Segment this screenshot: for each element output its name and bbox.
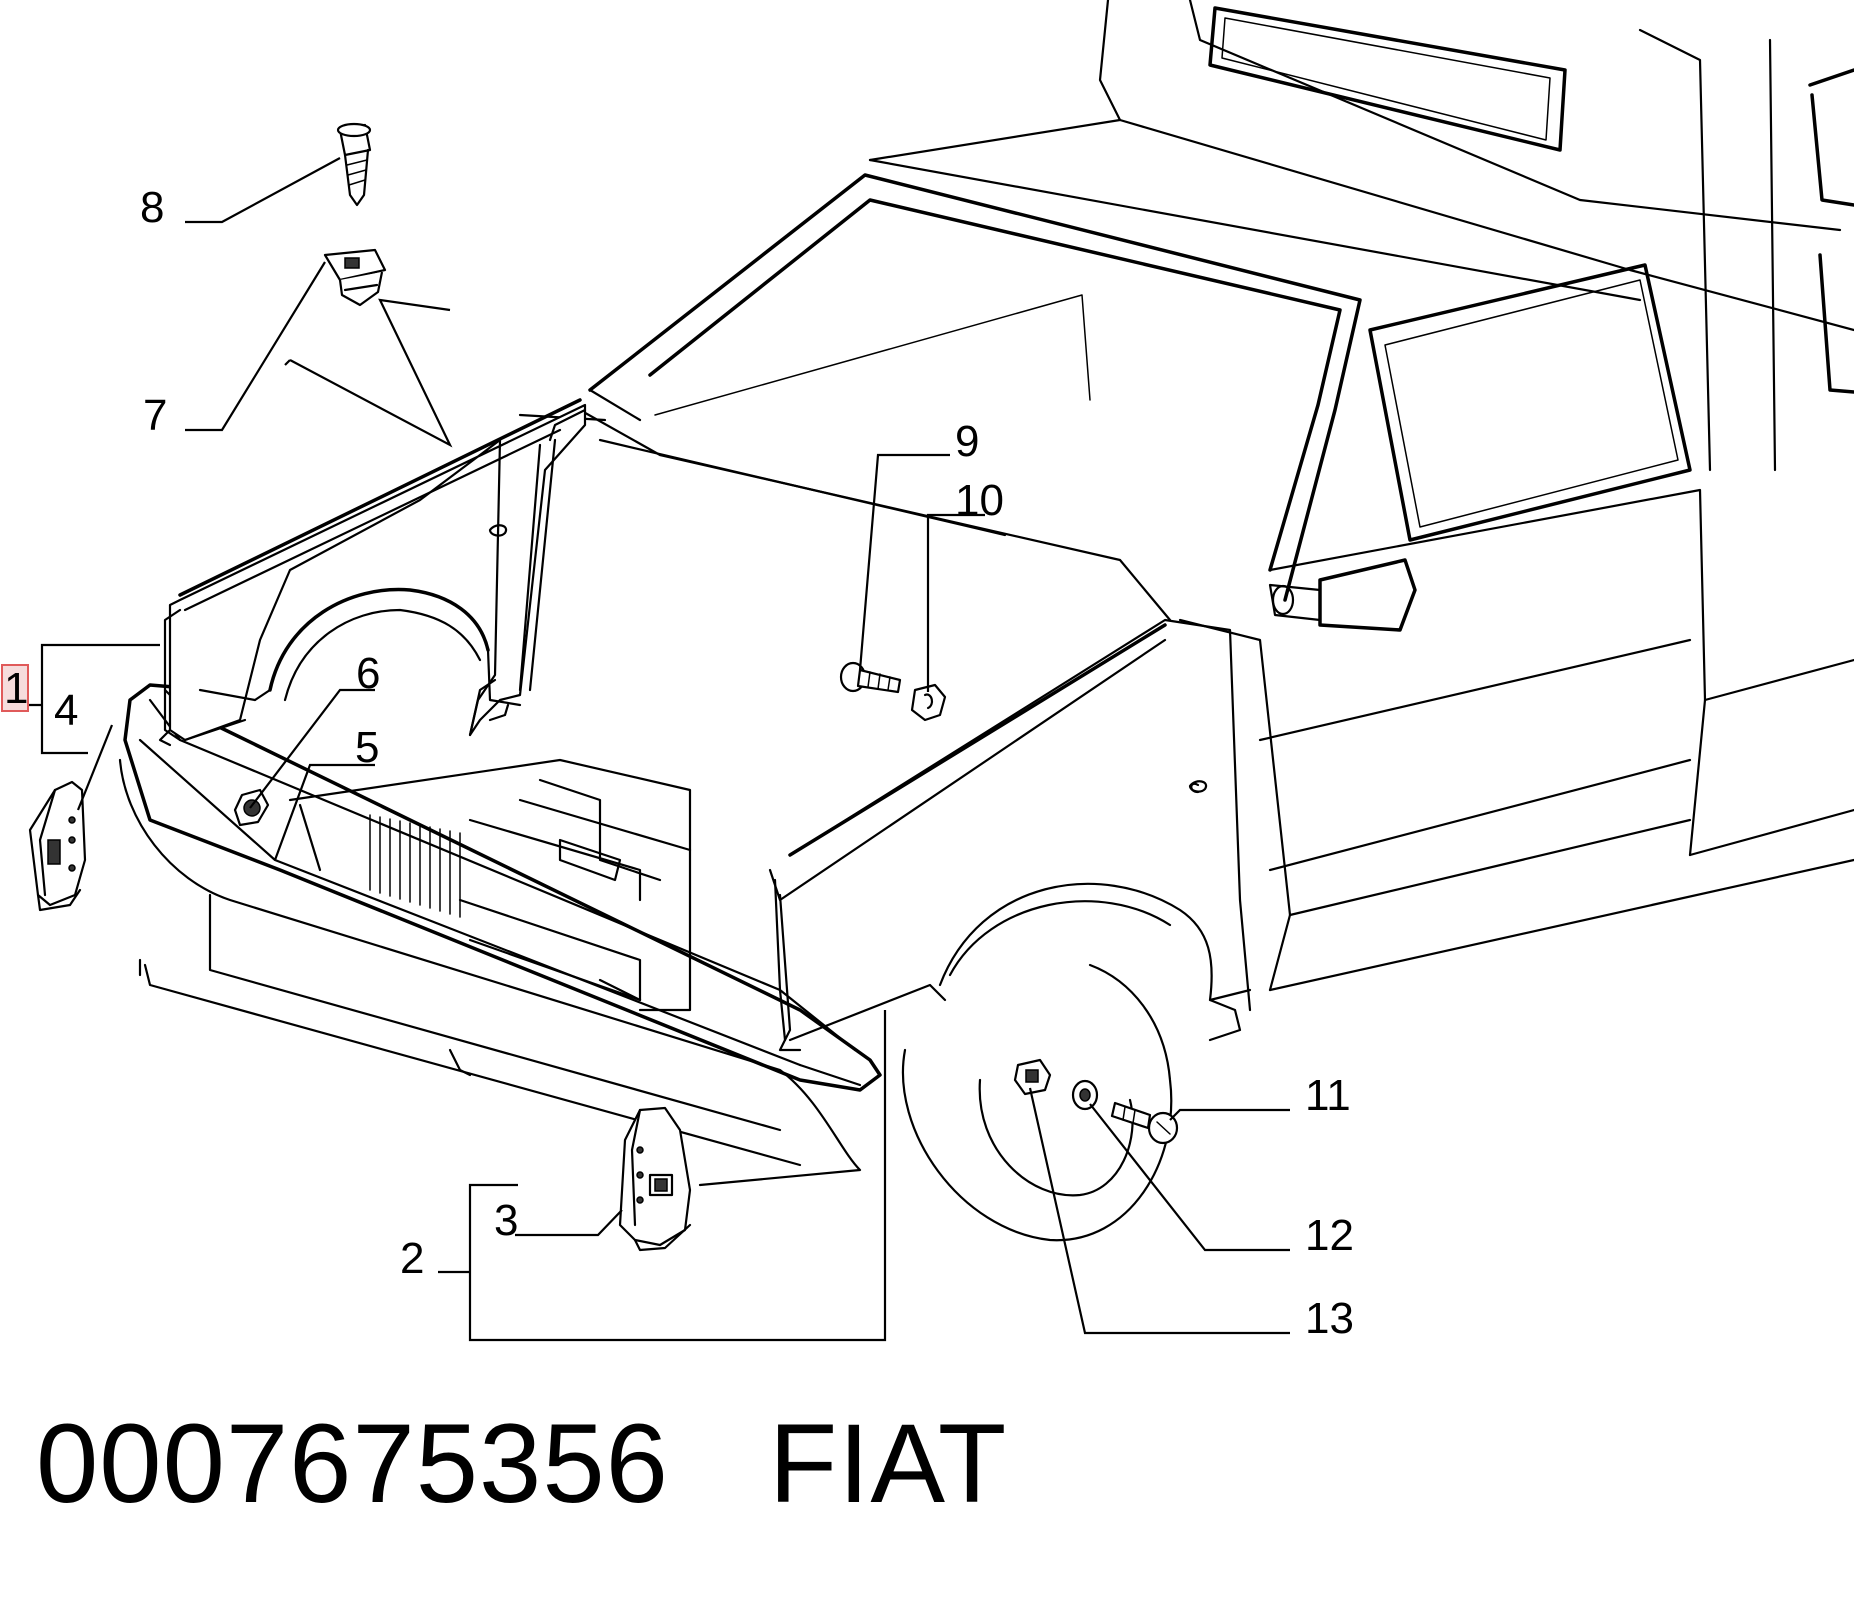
callout-1: 1 (4, 664, 28, 713)
callout-8: 8 (140, 183, 164, 232)
part-number: 0007675356 (36, 1401, 669, 1526)
screw-part-11 (1110, 1101, 1179, 1145)
bolt-part-9 (839, 661, 902, 694)
callout-1-highlight (1, 664, 29, 712)
callout-5: 5 (355, 723, 379, 772)
car-body-outline (118, 0, 1854, 1242)
callout-13: 13 (1305, 1294, 1354, 1343)
callout-10: 10 (955, 476, 1004, 525)
leader-lines (12, 157, 1290, 1342)
left-front-fender (158, 398, 587, 747)
radiator-grille (369, 814, 461, 918)
callout-9: 9 (955, 417, 979, 466)
callout-6: 6 (356, 649, 380, 698)
washer-part-12 (1071, 1079, 1099, 1111)
callout-labels: 1 2 3 4 5 6 7 8 9 10 11 12 13 (4, 183, 1354, 1343)
callout-7: 7 (143, 391, 167, 440)
callout-4: 4 (54, 686, 78, 735)
right-bracket-part-3 (618, 1106, 692, 1252)
clip-part-10 (910, 683, 947, 722)
callout-11: 11 (1305, 1071, 1351, 1120)
screw-part-8 (336, 122, 372, 207)
callout-2: 2 (400, 1234, 424, 1283)
callout-12: 12 (1305, 1211, 1354, 1260)
left-bracket-part-4 (28, 780, 87, 912)
brand-name: FIAT (768, 1401, 1008, 1526)
front-bumper-bar (123, 683, 882, 1092)
clip-nut-part-13 (1013, 1058, 1052, 1096)
callout-3: 3 (494, 1196, 518, 1245)
clip-nut-part-7 (323, 248, 387, 307)
fender-dimple (1188, 780, 1208, 793)
